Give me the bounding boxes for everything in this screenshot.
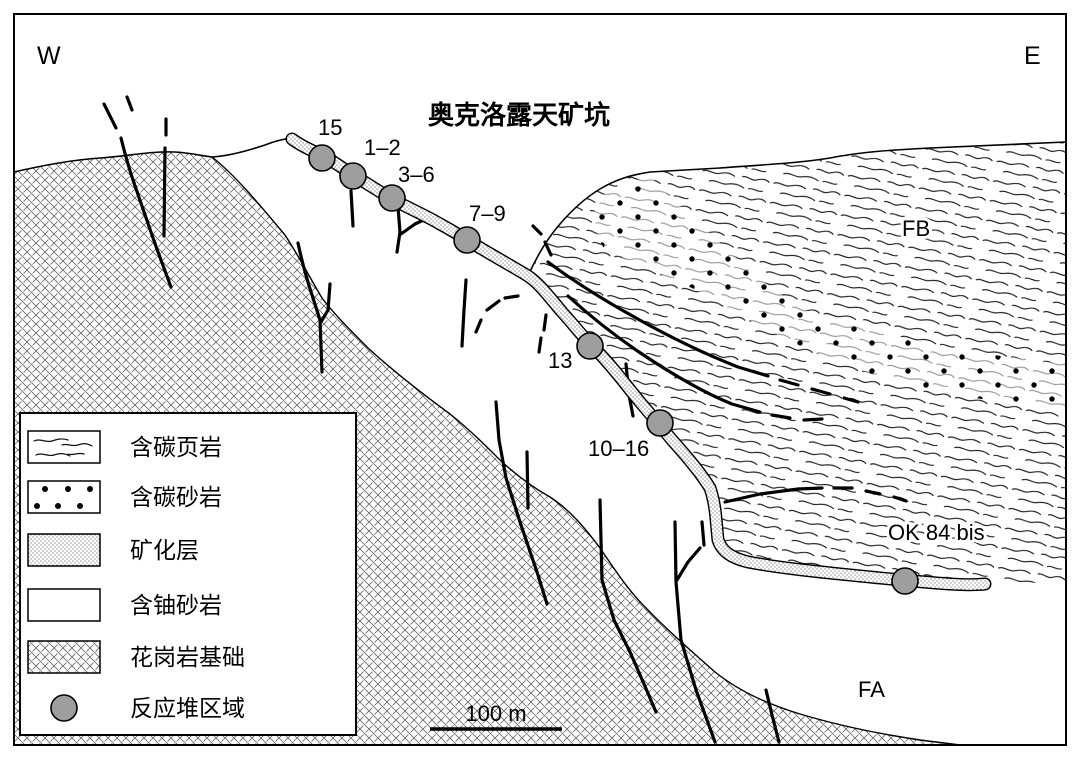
fault-line [503, 294, 520, 300]
legend-item-carbonaceous-sandstone: 含碳砂岩 [27, 480, 222, 514]
compass-east-label: E [1024, 42, 1041, 70]
fault-line [810, 387, 832, 396]
fault-line [531, 224, 543, 236]
legend-box [19, 412, 357, 736]
ground-surface-line-east [527, 141, 1067, 277]
legend-item-uranium-sandstone: 含铀砂岩 [27, 588, 222, 622]
legend-label: 矿化层 [130, 538, 199, 564]
formation-label-fb: FB [902, 216, 930, 241]
reactor-zone-15 [308, 144, 336, 172]
reactor-label-15: 15 [318, 115, 342, 140]
fault-line [485, 299, 501, 312]
reactor-label-ok84bis: OK 84 bis [888, 520, 985, 545]
legend-item-mineralized-layer: 矿化层 [27, 533, 199, 567]
compass-west-label: W [37, 42, 61, 70]
legend-label: 反应堆区域 [130, 696, 245, 722]
fault-line [675, 546, 702, 582]
fault-line [349, 189, 355, 228]
fault-line [525, 450, 530, 510]
fault-line [162, 146, 167, 238]
fault-line [598, 498, 658, 714]
reactor-label-1-2: 1–2 [364, 135, 401, 160]
fault-line [892, 495, 908, 503]
fault-line [770, 413, 792, 420]
faults [102, 95, 908, 744]
fault-line [395, 205, 402, 254]
fault-line [296, 241, 324, 374]
fault-line [723, 486, 824, 504]
dots-swatch-icon [27, 480, 101, 514]
granite-boundary-line [211, 156, 961, 746]
fault-line [673, 520, 717, 744]
fault-line [537, 336, 543, 354]
fault-line [102, 102, 118, 130]
reactor-zone-7-9 [453, 226, 481, 254]
cross-hatch-swatch-icon [27, 640, 101, 674]
legend: 含碳页岩 含碳砂岩 矿化层 含铀砂岩 花岗岩基础 [19, 412, 357, 736]
fault-line [566, 294, 762, 414]
stipple-swatch-icon [27, 533, 101, 567]
reactor-zone-ok84bis [891, 567, 919, 595]
fault-line [542, 313, 548, 332]
reactor-zone-13 [576, 332, 604, 360]
wavy-lines-swatch-icon [27, 430, 101, 464]
diagram-title: 奥克洛露天矿坑 [428, 100, 610, 131]
reactor-zone-1-2 [339, 162, 367, 190]
diagram-frame [13, 13, 1067, 746]
fault-line [778, 378, 800, 387]
reactor-label-7-9: 7–9 [469, 201, 506, 226]
fault-line [494, 400, 549, 606]
scale-bar-label: 100 m [465, 701, 526, 726]
reactor-zone-10-16 [646, 409, 674, 437]
fault-line [546, 260, 770, 378]
legend-label: 含碳砂岩 [130, 485, 222, 511]
fault-line [543, 240, 553, 257]
legend-item-granite-basement: 花岗岩基础 [27, 640, 245, 674]
fault-line [119, 136, 173, 289]
reactor-label-13: 13 [548, 348, 572, 373]
legend-label: 含碳页岩 [130, 435, 222, 461]
fault-line [319, 282, 332, 324]
scale-bar: 100 m [430, 701, 562, 731]
fault-line [460, 278, 468, 348]
legend-label: 花岗岩基础 [130, 645, 245, 671]
reactor-zones [308, 144, 919, 595]
fault-line [125, 95, 134, 112]
blank-swatch-icon [27, 588, 101, 622]
formation-label-fa: FA [858, 677, 885, 702]
legend-item-reactor-zone: 反应堆区域 [50, 694, 245, 722]
reactor-label-10-16: 10–16 [588, 436, 649, 461]
fault-line [700, 520, 706, 547]
ground-surface-line-west [13, 137, 293, 173]
fault-line [864, 489, 882, 496]
reactor-zone-3-6 [378, 184, 406, 212]
fault-line [802, 417, 824, 422]
fault-line [764, 688, 781, 744]
carbonaceous-sandstone-region [594, 178, 1066, 412]
reactor-label-3-6: 3–6 [398, 162, 435, 187]
fault-line [842, 396, 860, 404]
legend-label: 含铀砂岩 [130, 593, 222, 619]
legend-item-carbonaceous-shale: 含碳页岩 [27, 430, 222, 464]
gray-circle-icon [50, 694, 78, 722]
fault-line [474, 318, 483, 334]
